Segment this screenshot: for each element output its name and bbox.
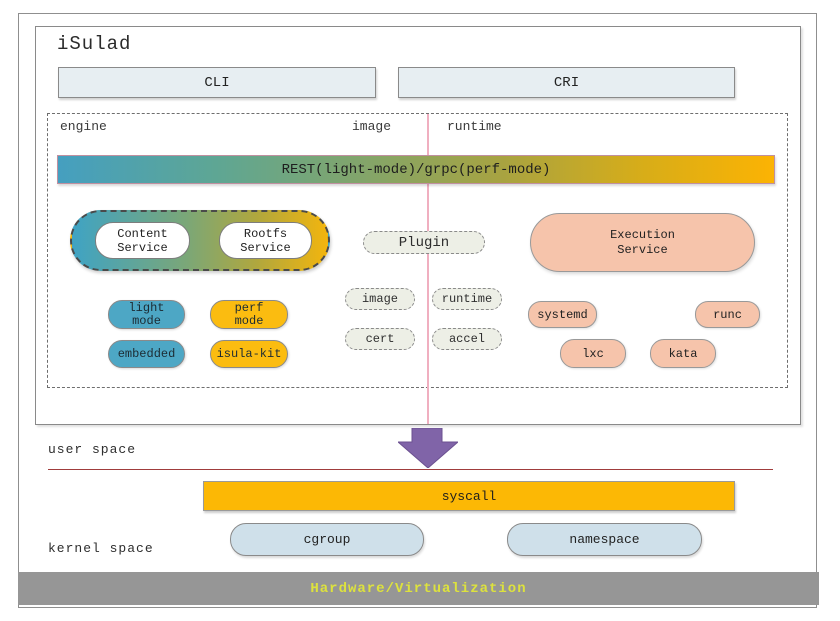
plugin-label: Plugin (398, 234, 450, 251)
runtime-section-label: runtime (447, 119, 502, 134)
engine-image-runtime-region (47, 113, 788, 388)
engine-section-label: engine (60, 119, 107, 134)
rootfs-service-pill: Rootfs Service (219, 222, 312, 259)
plugin-accel-label: accel (448, 332, 485, 346)
hardware-virtualization-bar: Hardware/Virtualization (18, 572, 819, 605)
syscall-label: syscall (441, 488, 497, 504)
plugin-accel-pill: accel (432, 328, 502, 350)
plugin-cert-pill: cert (345, 328, 415, 350)
execution-service-label: Execution Service (610, 227, 675, 257)
plugin-image-label: image (361, 292, 398, 306)
down-arrow-icon (398, 428, 458, 468)
plugin-runtime-label: runtime (441, 292, 493, 306)
image-section-label: image (352, 119, 392, 134)
runc-label: runc (713, 307, 742, 322)
runc-pill: runc (695, 301, 760, 328)
namespace-pill: namespace (507, 523, 702, 556)
hardware-virtualization-label: Hardware/Virtualization (310, 580, 527, 597)
perf-mode-label: perf mode (234, 300, 264, 328)
plugin-pill: Plugin (363, 231, 485, 254)
plugin-image-pill: image (345, 288, 415, 310)
content-service-pill: Content Service (95, 222, 190, 259)
rest-grpc-bar: REST(light-mode)/grpc(perf-mode) (57, 155, 775, 184)
systemd-label: systemd (537, 307, 588, 322)
light-mode-label: light mode (128, 300, 165, 328)
diagram-title: iSulad (57, 33, 132, 55)
cri-box: CRI (398, 67, 735, 98)
plugin-runtime-pill: runtime (432, 288, 502, 310)
light-mode-pill: light mode (108, 300, 185, 329)
isula-kit-label: isula-kit (216, 346, 282, 361)
user-space-label: user space (48, 442, 137, 457)
lxc-label: lxc (582, 346, 604, 361)
namespace-label: namespace (569, 532, 640, 547)
lxc-pill: lxc (560, 339, 626, 368)
outer-frame (18, 13, 817, 608)
perf-mode-pill: perf mode (210, 300, 288, 329)
cri-label: CRI (553, 74, 580, 91)
plugin-cert-label: cert (365, 332, 395, 346)
rootfs-service-label: Rootfs Service (240, 226, 291, 255)
image-runtime-divider (427, 114, 429, 424)
cgroup-label: cgroup (303, 532, 351, 547)
kernel-space-label: kernel space (48, 541, 154, 556)
cli-box: CLI (58, 67, 376, 98)
cli-label: CLI (204, 74, 230, 91)
isula-kit-pill: isula-kit (210, 340, 288, 368)
syscall-bar: syscall (203, 481, 735, 511)
user-kernel-divider (48, 469, 773, 470)
content-service-label: Content Service (117, 226, 168, 255)
embedded-label: embedded (117, 346, 176, 361)
kata-label: kata (668, 346, 698, 361)
execution-service-pill: Execution Service (530, 213, 755, 272)
cgroup-pill: cgroup (230, 523, 424, 556)
embedded-pill: embedded (108, 340, 185, 368)
kata-pill: kata (650, 339, 716, 368)
rest-grpc-label: REST(light-mode)/grpc(perf-mode) (281, 161, 551, 178)
systemd-pill: systemd (528, 301, 597, 328)
